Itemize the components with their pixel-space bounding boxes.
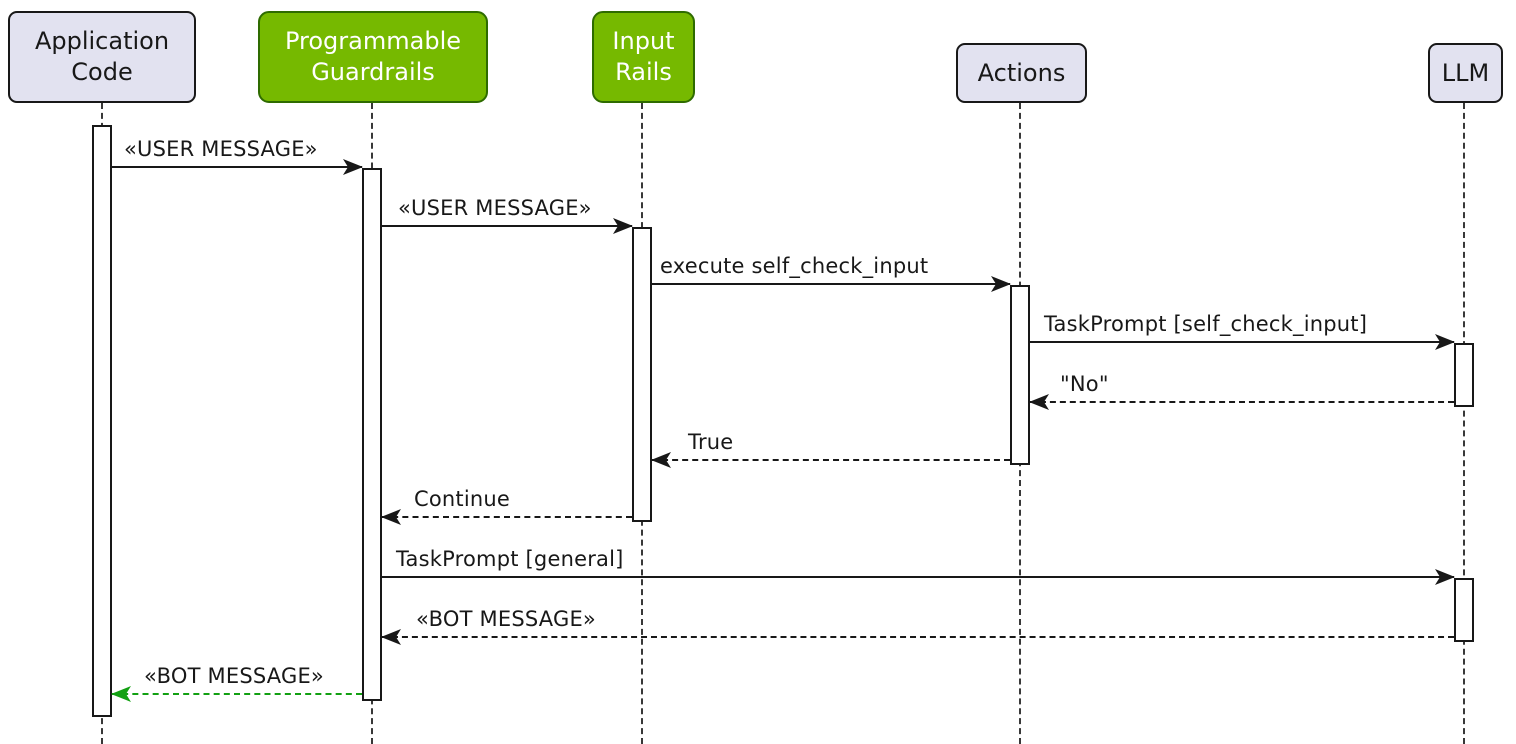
message-true-reply: True xyxy=(651,428,1010,468)
lifeline-llm xyxy=(1463,103,1465,744)
message-line xyxy=(1030,341,1454,343)
message-bot-message-1: «BOT MESSAGE» xyxy=(381,605,1454,645)
arrowhead-right-icon xyxy=(343,159,363,175)
participant-label: Actions xyxy=(977,58,1066,87)
arrowhead-left-icon xyxy=(111,686,131,702)
message-line xyxy=(382,576,1454,578)
participant-label: Code xyxy=(71,58,133,86)
participant-label: LLM xyxy=(1441,58,1490,87)
message-bot-message-2: «BOT MESSAGE» xyxy=(111,662,362,702)
participant-label: Application xyxy=(34,27,170,55)
message-label: Continue xyxy=(414,487,511,511)
message-line xyxy=(382,636,1454,638)
arrowhead-right-icon xyxy=(613,218,633,234)
message-label: "No" xyxy=(1060,372,1109,396)
message-line xyxy=(1030,401,1454,403)
participant-label: Guardrails xyxy=(311,58,435,86)
message-continue-reply: Continue xyxy=(381,485,632,525)
message-line xyxy=(382,516,632,518)
message-label: «BOT MESSAGE» xyxy=(144,664,324,688)
message-user-message-2: «USER MESSAGE» xyxy=(382,194,633,234)
message-no-reply: "No" xyxy=(1029,370,1454,410)
activation-programmable-guardrails xyxy=(362,168,382,701)
message-label: TaskPrompt [general] xyxy=(396,547,624,571)
activation-application-code xyxy=(92,125,112,717)
message-line xyxy=(652,459,1010,461)
arrowhead-right-icon xyxy=(1435,569,1455,585)
arrowhead-left-icon xyxy=(381,509,401,525)
participant-label: Input xyxy=(612,27,675,55)
message-label: «BOT MESSAGE» xyxy=(416,607,596,631)
activation-llm-2 xyxy=(1454,578,1474,642)
message-label: «USER MESSAGE» xyxy=(124,137,318,161)
participant-box-llm: LLM xyxy=(1428,43,1503,103)
message-execute-self-check-input: execute self_check_input xyxy=(652,252,1011,292)
message-line xyxy=(382,225,632,227)
message-label: True xyxy=(688,430,734,454)
message-taskprompt-general: TaskPrompt [general] xyxy=(382,545,1455,585)
arrowhead-left-icon xyxy=(381,629,401,645)
message-line xyxy=(112,166,362,168)
arrowhead-right-icon xyxy=(991,276,1011,292)
message-user-message-1: «USER MESSAGE» xyxy=(112,135,363,175)
participant-box-programmable-guardrails: Programmable Guardrails xyxy=(258,11,488,103)
arrowhead-right-icon xyxy=(1435,334,1455,350)
activation-input-rails xyxy=(632,227,652,522)
message-line xyxy=(112,693,362,695)
message-taskprompt-self-check-input: TaskPrompt [self_check_input] xyxy=(1030,310,1455,350)
activation-llm-1 xyxy=(1454,343,1474,407)
participant-label: Programmable xyxy=(284,27,461,55)
participant-box-application-code: Application Code xyxy=(8,11,196,103)
arrowhead-left-icon xyxy=(651,452,671,468)
participant-box-actions: Actions xyxy=(956,43,1087,103)
message-line xyxy=(652,283,1010,285)
arrowhead-left-icon xyxy=(1029,394,1049,410)
participant-box-input-rails: Input Rails xyxy=(592,11,695,103)
participant-label: Rails xyxy=(615,58,672,86)
message-label: TaskPrompt [self_check_input] xyxy=(1044,312,1368,336)
message-label: «USER MESSAGE» xyxy=(398,196,592,220)
activation-actions xyxy=(1010,285,1030,465)
message-label: execute self_check_input xyxy=(660,254,929,278)
